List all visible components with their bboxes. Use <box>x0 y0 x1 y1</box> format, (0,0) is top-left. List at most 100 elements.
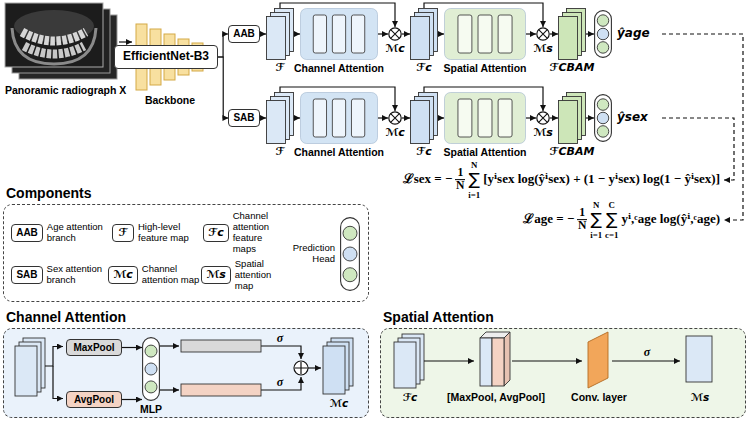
multiply-circle <box>537 112 549 124</box>
pill-outline <box>142 337 160 401</box>
connector <box>122 399 142 400</box>
pill-outline <box>594 94 612 142</box>
node-text: Channel attention map <box>142 264 204 286</box>
node-text: ŷsex <box>617 111 648 125</box>
loss-leaders <box>662 34 743 220</box>
attn-outline <box>300 8 378 60</box>
legend-key: ℳcChannel attention map <box>108 266 138 284</box>
sum-limit: i=1 <box>468 190 480 200</box>
prediction-head: ŷsex <box>594 94 612 142</box>
neuron <box>145 345 157 357</box>
node-text: EfficientNet-B3 <box>123 50 209 64</box>
fraction: 1N <box>455 167 465 193</box>
spatial-attention-illustration <box>380 328 746 418</box>
multiply-cross <box>391 114 400 123</box>
connector <box>260 33 266 34</box>
formula: ℒsex = −1NN∑i=1[yⁱsex log(ŷⁱsex) + (1 − … <box>403 160 720 200</box>
arrows <box>424 360 680 361</box>
backbone-box: EfficientNet-B3 <box>114 45 218 69</box>
neuron <box>597 28 609 40</box>
branch-box: AAB <box>228 25 260 43</box>
panel-label: ℱc <box>403 391 418 403</box>
node-text: ℱ <box>276 62 285 75</box>
node-text: Spatial Attention <box>443 146 526 158</box>
feature-sheet <box>267 101 286 144</box>
node-text: ℱc <box>208 227 223 240</box>
fraction-numerator: 1 <box>577 207 587 220</box>
radiograph-sheet <box>5 3 103 67</box>
connector <box>438 117 444 118</box>
pool-box: AvgPool <box>66 391 122 408</box>
attention-block: Channel Attention <box>300 92 378 144</box>
node-text: AvgPool <box>74 394 114 406</box>
feature-stack: ℱCBAM <box>558 8 586 60</box>
arrow <box>612 360 680 361</box>
neuron <box>597 99 609 111</box>
node-text: ℳs <box>533 127 553 140</box>
connector <box>550 33 558 34</box>
multiply-circle <box>389 28 401 40</box>
connector <box>294 117 300 118</box>
block-bar <box>458 15 472 53</box>
node-text: Sex attention branch <box>47 264 109 286</box>
connector <box>260 117 266 118</box>
fraction-denominator: N <box>578 221 586 233</box>
node-text: ℱc <box>416 62 431 75</box>
mlp-output <box>181 384 261 396</box>
node-text: Spatial Attention <box>443 62 526 74</box>
multiply-node: ℳc <box>388 111 402 125</box>
feature-sheet <box>411 17 430 60</box>
branch-box: SAB <box>228 109 259 127</box>
node-text: Backbone <box>145 94 195 106</box>
connector <box>378 117 388 118</box>
block-ground <box>445 9 526 60</box>
arrow <box>45 347 63 367</box>
legend-key: AABAge attention branch <box>11 224 43 242</box>
block-bar <box>313 15 326 53</box>
node-text: SAB <box>16 269 37 281</box>
connector <box>294 33 300 34</box>
neuron <box>343 226 357 240</box>
formula: ℒage = −1NN∑i=1C∑c=1yⁱ,ᶜage log(ŷⁱ,ᶜage) <box>523 200 720 240</box>
lower-teeth <box>24 46 84 54</box>
channel-attention-illustration <box>3 328 369 418</box>
pill-outline <box>595 11 612 58</box>
legend-panel: ComponentsAABAge attention branchℱHigh-l… <box>3 204 369 302</box>
formula-term: yⁱ,ᶜage log(ŷⁱ,ᶜage) <box>621 213 720 228</box>
pill-outline <box>143 338 160 401</box>
panel: Channel AttentionMaxPoolAvgPoolMLPσσℳc <box>3 328 369 418</box>
connector <box>122 347 142 348</box>
stack-outline <box>410 92 438 144</box>
node-text: MaxPool <box>73 342 114 354</box>
block-bar <box>498 15 512 53</box>
block-bar <box>332 15 345 53</box>
neuron <box>597 15 609 27</box>
neuron <box>145 363 157 375</box>
formula-term: ℒsex = − <box>403 173 453 188</box>
pill-outline <box>341 218 360 291</box>
otimes-outline <box>536 27 550 41</box>
block-bar <box>458 99 472 137</box>
node-text: ℳc <box>113 269 133 282</box>
attention-block: Channel Attention <box>300 8 378 60</box>
block-bar <box>351 99 364 137</box>
node-text: AAB <box>233 28 255 40</box>
multiply-circle <box>537 28 549 40</box>
stack-outline <box>266 8 294 60</box>
panel-label: Conv. layer <box>571 391 627 403</box>
sum-symbol: ∑ <box>606 210 617 229</box>
sum-limit: i=1 <box>590 230 602 240</box>
mlp-output <box>181 340 261 352</box>
node-text: Spatial Attention <box>383 309 494 325</box>
connector <box>402 33 410 34</box>
summation: C∑c=1 <box>605 200 618 240</box>
attn-outline <box>444 8 526 60</box>
panel-label: [MaxPool, AvgPool] <box>447 391 545 403</box>
neuron <box>597 42 609 54</box>
block-bar <box>478 15 492 53</box>
legend-key: ℳsSpatial attention map <box>201 266 231 284</box>
multiply-cross <box>539 30 548 39</box>
fraction-denominator: N <box>456 181 464 193</box>
sigma-label: σ <box>644 346 650 360</box>
fraction-numerator: 1 <box>455 167 465 180</box>
